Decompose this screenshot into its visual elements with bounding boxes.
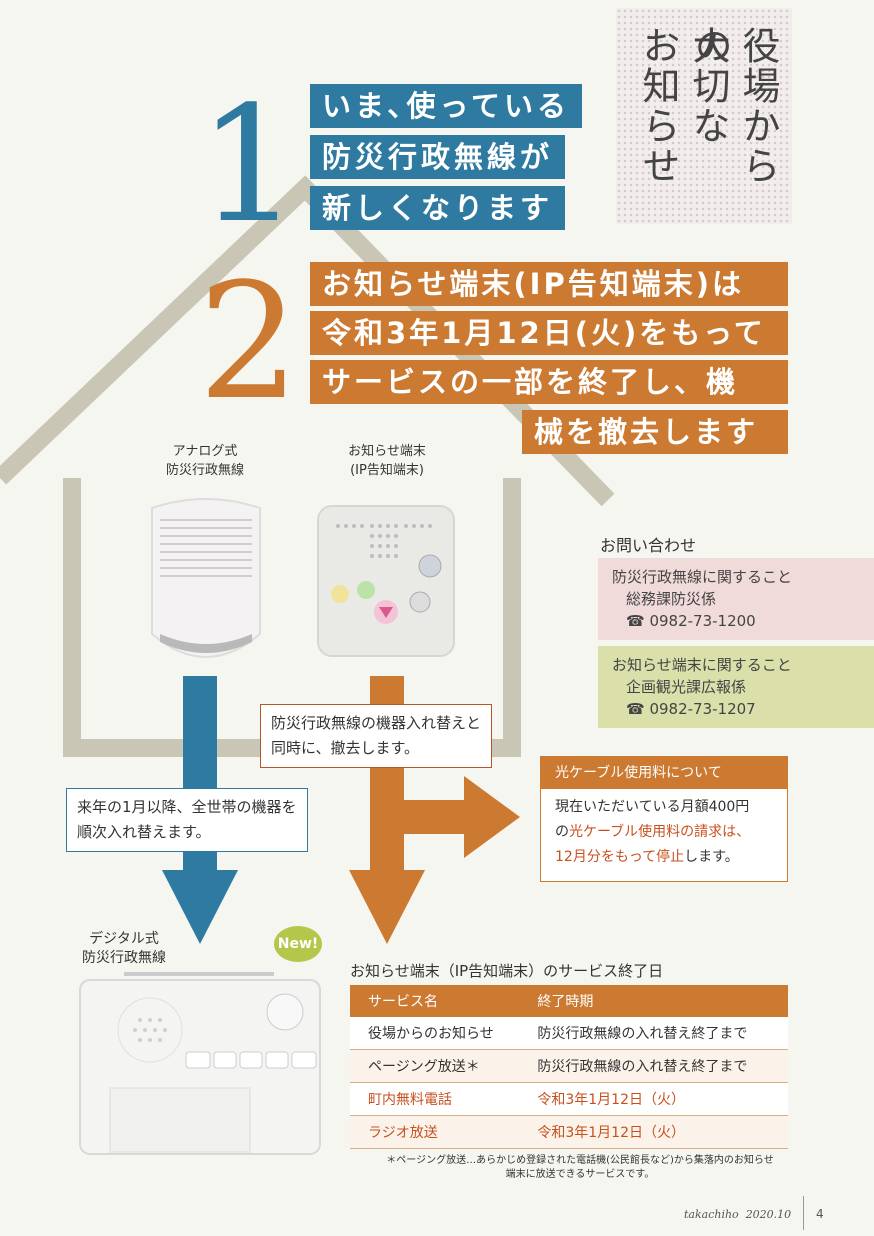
remove-same-time-note: 防災行政無線の機器入れ替えと同時に、撤去します。: [260, 704, 493, 768]
table-row: 町内無料電話 令和3年1月12日（火）: [350, 1082, 788, 1116]
replace-next-year-note: 来年の1月以降、全世帯の機器を順次入れ替えます。: [66, 788, 308, 852]
fiber-fee-line2: の光ケーブル使用料の請求は、: [555, 824, 751, 840]
service-end-table: サービス名 終了時期 役場からのお知らせ 防災行政無線の入れ替え終了まで ページ…: [350, 985, 788, 1149]
ip-device-label: お知らせ端末(IP告知端末): [348, 444, 426, 478]
headline2-line2: 令和3年1月12日(火)をもって: [310, 311, 788, 355]
page-number: 4: [816, 1207, 824, 1221]
ip-terminal-image: [317, 505, 455, 657]
analog-radio-image: [151, 498, 261, 658]
fiber-fee-box: 光ケーブル使用料について 現在いただいている月額400円 の光ケーブル使用料の請…: [540, 756, 788, 882]
headline1-line1: いま､使っている: [310, 84, 583, 128]
corner-title-col2: 大切な: [686, 26, 730, 146]
headline2-line1: お知らせ端末(IP告知端末)は: [310, 262, 788, 306]
digital-device-label: デジタル式防災行政無線: [82, 931, 166, 966]
section-number-2: 2: [198, 248, 300, 435]
footer-divider: [803, 1196, 804, 1230]
fiber-fee-title: 光ケーブル使用料について: [541, 757, 787, 789]
contact-heading: お問い合わせ: [600, 536, 697, 555]
contact-card-terminal: お知らせ端末に関すること 企画観光課広報係 ☎ 0982-73-1207: [598, 646, 874, 728]
table-row: ラジオ放送 令和3年1月12日（火）: [350, 1115, 788, 1149]
table-row: 役場からのお知らせ 防災行政無線の入れ替え終了まで: [350, 1017, 788, 1050]
corner-title-col3: お知らせ: [636, 26, 680, 186]
contact-card-disaster: 防災行政無線に関すること 総務課防災係 ☎ 0982-73-1200: [598, 558, 874, 640]
headline2-line4: 械を撤去します: [522, 410, 788, 454]
service-table-footnote: ＊ページング放送…あらかじめ登録された電話機(公民館長など)から集落内のお知らせ…: [386, 1155, 774, 1180]
analog-device-label: アナログ式防災行政無線: [165, 444, 244, 478]
table-header-row: サービス名 終了時期: [350, 985, 788, 1017]
fiber-fee-line3: 12月分をもって停止します。: [555, 849, 739, 865]
headline1-line3: 新しくなります: [310, 186, 566, 230]
section-number-1: 1: [198, 71, 300, 258]
corner-title-col1: 役場からの: [688, 26, 780, 186]
corner-title-box: 役場からの 大切な お知らせ: [616, 8, 792, 224]
headline2-line3: サービスの一部を終了し、機: [310, 360, 788, 404]
headline1-line2: 防災行政無線が: [310, 135, 566, 179]
footer-brand: takachiho 2020.10: [684, 1208, 792, 1221]
new-badge: New!: [274, 926, 322, 962]
fiber-fee-line1: 現在いただいている月額400円: [555, 799, 750, 815]
digital-radio-image: [79, 972, 321, 1155]
table-row: ページング放送＊ 防災行政無線の入れ替え終了まで: [350, 1049, 788, 1083]
service-table-title: お知らせ端末（IP告知端末）のサービス終了日: [350, 962, 664, 980]
